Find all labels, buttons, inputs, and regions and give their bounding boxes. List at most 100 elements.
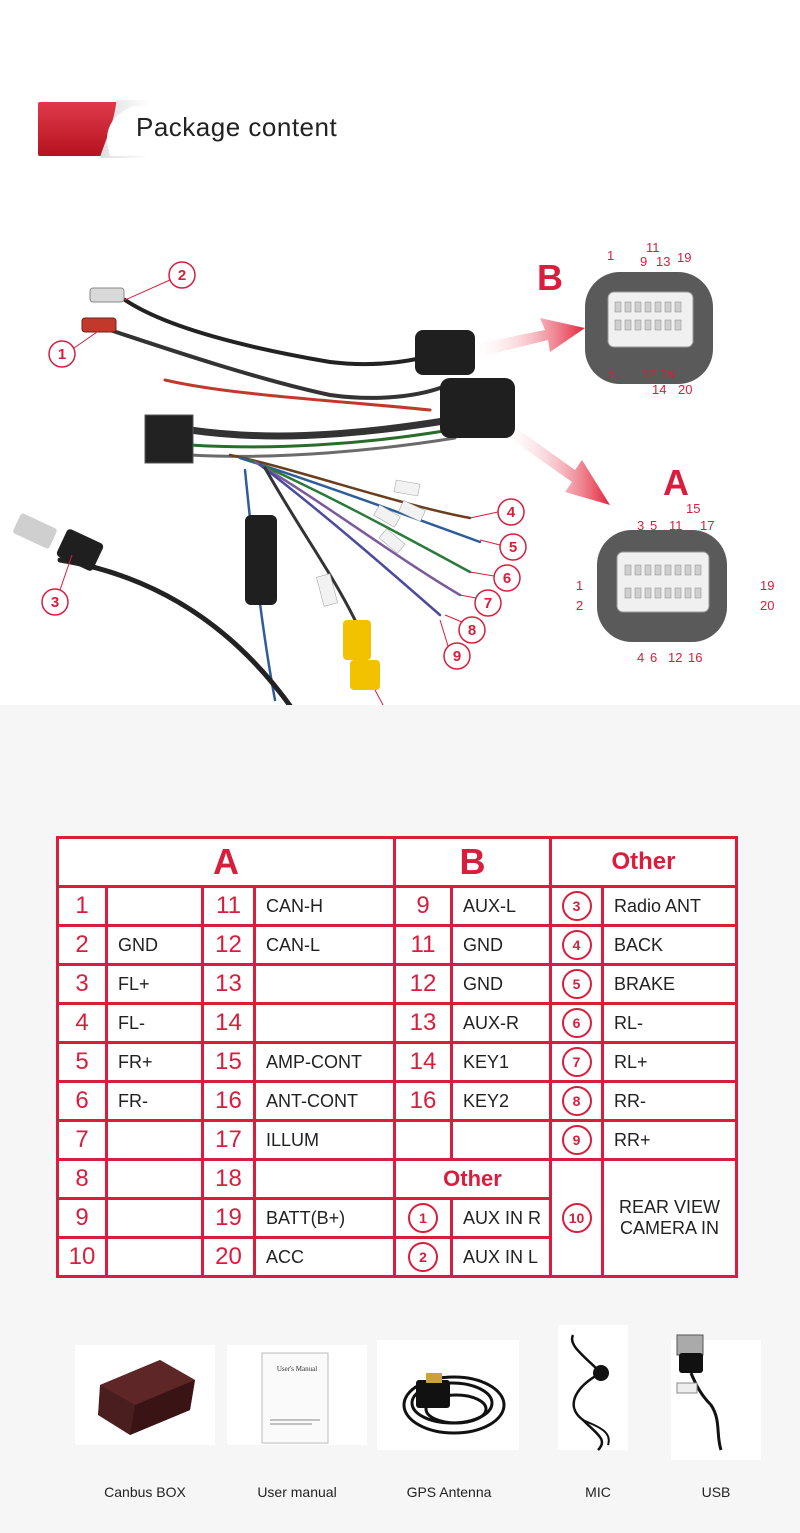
pin-a-number: 3 [56, 963, 108, 1005]
pin-a-label: FR+ [105, 1041, 204, 1083]
pin-b-number: 11 [393, 924, 453, 966]
callout-2: 2 [168, 261, 196, 289]
pin-b-label: GND [450, 963, 552, 1005]
pin-a-label: FL+ [105, 963, 204, 1005]
pin-a-number: 12 [201, 924, 256, 966]
accessory-canbus-box: Canbus BOX [70, 1325, 220, 1500]
pin-b-label: KEY2 [450, 1080, 552, 1122]
svg-text:5: 5 [650, 518, 657, 533]
svg-text:5: 5 [509, 539, 517, 556]
svg-text:4: 4 [507, 504, 516, 521]
other-number-cell: 9 [549, 1119, 604, 1161]
pin-a-number: 16 [201, 1080, 256, 1122]
svg-text:A: A [663, 462, 689, 503]
pin-a-label: BATT(B+) [253, 1197, 396, 1239]
callout-4: 4 [497, 498, 525, 526]
other-number-badge: 8 [561, 1086, 592, 1116]
table-row: 3 FL+ 13 12 GND 5 BRAKE [56, 963, 738, 1005]
pin-a-number: 6 [56, 1080, 108, 1122]
pin-b-label: GND [450, 924, 552, 966]
pin-b-number [393, 1119, 453, 1161]
canbus-box-icon [75, 1345, 215, 1445]
pin-a-label [253, 1002, 396, 1044]
camera-label-line1: REAR VIEW [618, 1197, 720, 1217]
other-label: RR+ [601, 1119, 738, 1161]
svg-text:4: 4 [637, 650, 644, 665]
camera-number-badge: 10 [561, 1203, 592, 1233]
svg-text:16: 16 [660, 366, 674, 381]
svg-text:15: 15 [686, 501, 700, 516]
other-label: Radio ANT [601, 885, 738, 927]
accessory-gps-antenna: GPS Antenna [374, 1325, 524, 1500]
pin-b-number: 14 [393, 1041, 453, 1083]
pin-a-number: 1 [56, 885, 108, 927]
accessory-usb: USB [641, 1325, 791, 1500]
svg-text:11: 11 [646, 240, 660, 255]
header-a: A [56, 836, 396, 888]
sub-header-other: Other [393, 1158, 552, 1200]
pin-a-number: 13 [201, 963, 256, 1005]
svg-text:20: 20 [760, 598, 774, 613]
gps-antenna-icon [377, 1340, 519, 1450]
svg-text:2: 2 [576, 598, 583, 613]
pin-b-label: AUX-R [450, 1002, 552, 1044]
pin-a-number: 11 [201, 885, 256, 927]
svg-text:16: 16 [688, 650, 702, 665]
pin-b-label [450, 1119, 552, 1161]
svg-text:12: 12 [642, 366, 656, 381]
pin-a-number: 19 [201, 1197, 256, 1239]
svg-text:7: 7 [484, 595, 492, 612]
mic-icon [558, 1325, 628, 1451]
other-label: RL- [601, 1002, 738, 1044]
svg-text:6: 6 [650, 650, 657, 665]
other-number-cell: 5 [549, 963, 604, 1005]
pin-a-label: ILLUM [253, 1119, 396, 1161]
other-number-badge: 9 [561, 1125, 592, 1155]
pin-a-label: ANT-CONT [253, 1080, 396, 1122]
callout-6: 6 [493, 564, 521, 592]
svg-text:20: 20 [678, 382, 692, 397]
pin-a-label: AMP-CONT [253, 1041, 396, 1083]
svg-text:19: 19 [677, 250, 691, 265]
manual-icon [227, 1345, 367, 1445]
other-number-cell: 3 [549, 885, 604, 927]
table-row: 9 19 BATT(B+) 1 AUX IN R [56, 1197, 737, 1239]
pin-a-label: FL- [105, 1002, 204, 1044]
accessory-label: Canbus BOX [104, 1484, 186, 1500]
table-row: 4 FL- 14 13 AUX-R 6 RL- [56, 1002, 738, 1044]
table-row: 2 GND 12 CAN-L 11 GND 4 BACK [56, 924, 738, 966]
svg-text:3: 3 [637, 518, 644, 533]
camera-number-cell: 10 [549, 1158, 604, 1278]
pin-b-label: KEY1 [450, 1041, 552, 1083]
pin-a-number: 14 [201, 1002, 256, 1044]
callout-3: 3 [41, 588, 69, 616]
pin-a-number: 5 [56, 1041, 108, 1083]
pin-a-number: 2 [56, 924, 108, 966]
svg-text:2: 2 [607, 368, 614, 383]
table-row: 10 20 ACC 2 AUX IN L [56, 1236, 737, 1278]
pin-a-label: FR- [105, 1080, 204, 1122]
table-row: 1 11 CAN-H 9 AUX-L 3 Radio ANT [56, 885, 738, 927]
pin-a-number: 4 [56, 1002, 108, 1044]
callout-5: 5 [499, 533, 527, 561]
pin-a-label [105, 1119, 204, 1161]
pin-a-label [105, 1197, 204, 1239]
svg-text:B: B [537, 257, 563, 298]
pin-a-label [253, 963, 396, 1005]
pin-a-label: CAN-L [253, 924, 396, 966]
pin-b-number: 9 [393, 885, 453, 927]
other-label: RR- [601, 1080, 738, 1122]
pin-a-label: GND [105, 924, 204, 966]
pin-b-number: 12 [393, 963, 453, 1005]
accessory-user-manual: User's Manual User manual [222, 1325, 372, 1500]
pin-a-number: 17 [201, 1119, 256, 1161]
svg-text:11: 11 [669, 518, 683, 533]
other-number-cell: 4 [549, 924, 604, 966]
table-header-row: A B Other [56, 836, 738, 888]
other-number-badge: 5 [561, 969, 592, 999]
manual-cover-title: User's Manual [276, 1365, 318, 1373]
accessory-label: MIC [585, 1484, 611, 1500]
other-label: BRAKE [601, 963, 738, 1005]
svg-text:17: 17 [700, 518, 714, 533]
